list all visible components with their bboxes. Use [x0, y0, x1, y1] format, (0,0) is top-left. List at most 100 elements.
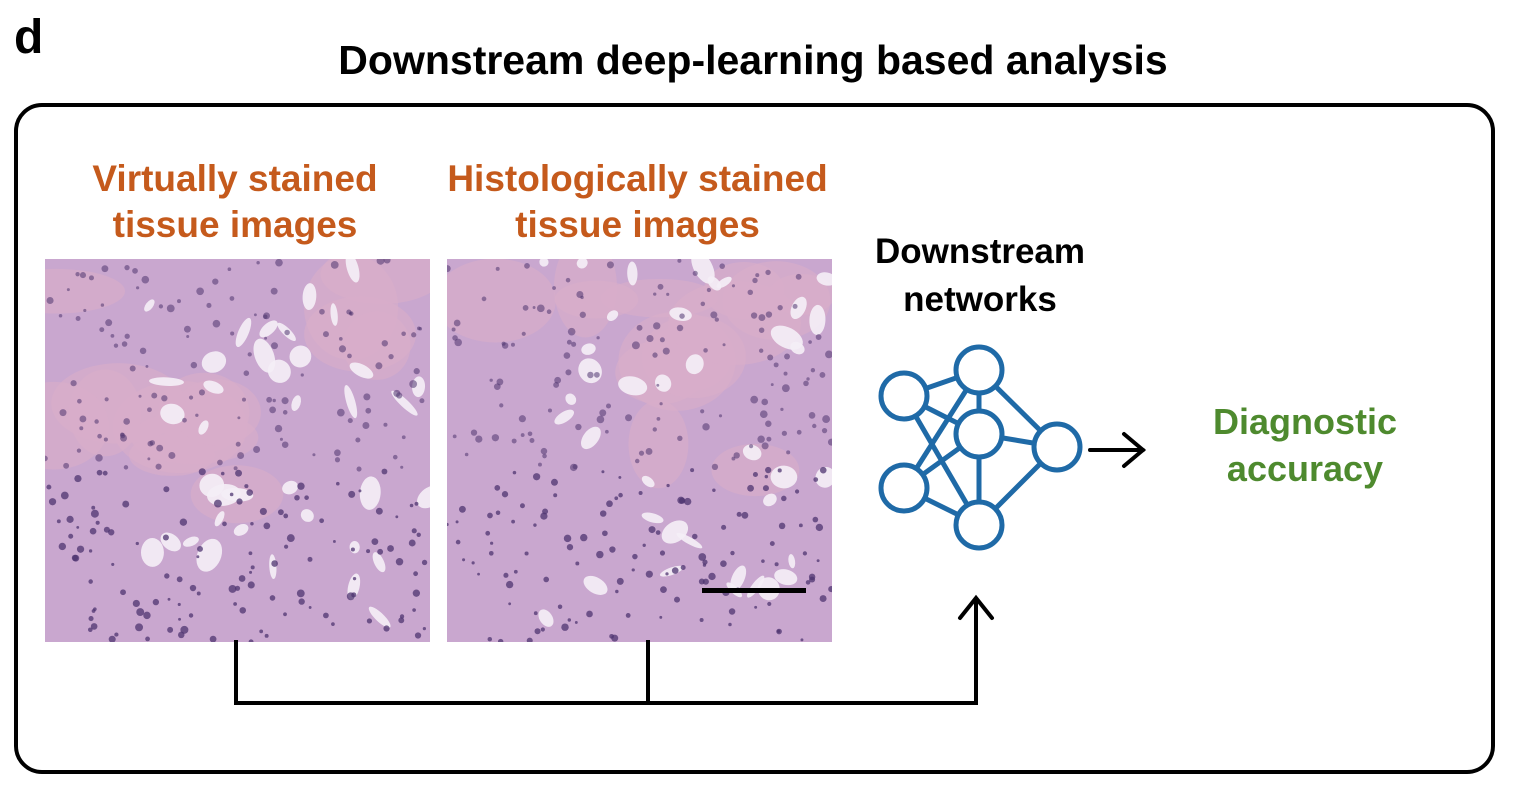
tissue-nucleus — [401, 331, 406, 337]
tissue-nucleus — [731, 456, 736, 461]
tissue-nucleus — [662, 347, 670, 355]
tissue-nucleus — [553, 493, 558, 498]
tissue-nucleus — [475, 435, 483, 443]
tissue-nucleus — [452, 335, 458, 341]
tissue-nucleus — [505, 580, 514, 589]
tissue-nucleus — [586, 610, 593, 618]
tissue-nucleus — [534, 628, 541, 635]
tissue-nucleus — [761, 442, 769, 450]
tissue-nucleus — [508, 602, 512, 606]
tissue-nucleus — [108, 529, 115, 536]
tissue-nucleus — [659, 550, 666, 556]
tissue-nucleus — [377, 548, 384, 555]
tissue-nucleus — [163, 486, 170, 493]
tissue-patch — [45, 381, 109, 470]
tissue-gap — [253, 338, 276, 373]
tissue-gap — [763, 493, 777, 507]
tissue-nucleus — [180, 625, 189, 634]
tissue-nucleus — [699, 618, 704, 623]
tissue-nucleus — [470, 429, 478, 436]
virtually-stained-tissue-image — [45, 259, 430, 642]
tissue-nucleus — [803, 380, 809, 387]
network-node — [953, 408, 1005, 460]
arrow-right-icon — [1088, 432, 1147, 468]
tissue-patch — [668, 281, 801, 366]
tissue-nucleus — [259, 507, 267, 516]
tissue-nucleus — [618, 492, 623, 498]
tissue-nucleus — [822, 415, 831, 424]
tissue-gap — [417, 485, 430, 509]
tissue-gap — [580, 426, 601, 450]
tissue-nucleus — [243, 370, 250, 376]
tissue-nucleus — [616, 577, 624, 585]
tissue-nucleus — [750, 312, 758, 319]
tissue-nucleus — [132, 599, 140, 608]
tissue-nucleus — [381, 468, 388, 475]
tissue-nucleus — [363, 393, 371, 401]
tissue-nucleus — [95, 520, 100, 525]
tissue-gap — [289, 345, 312, 368]
tissue-nucleus — [178, 617, 182, 621]
tissue-nucleus — [749, 444, 754, 449]
tissue-nucleus — [574, 621, 578, 624]
tissue-nucleus — [642, 543, 646, 547]
tissue-nucleus — [513, 569, 518, 574]
tissue-nucleus — [99, 327, 105, 333]
tissue-nucleus — [567, 327, 576, 336]
tissue-nucleus — [455, 539, 461, 545]
tissue-nucleus — [454, 338, 462, 347]
tissue-nucleus — [730, 550, 735, 556]
tissue-nucleus — [91, 505, 96, 510]
tissue-nucleus — [409, 380, 418, 388]
tissue-nucleus — [718, 414, 723, 418]
tissue-nucleus — [183, 325, 191, 333]
tissue-nucleus — [262, 314, 268, 320]
tissue-nucleus — [638, 450, 645, 456]
tissue-nucleus — [561, 623, 569, 631]
tissue-nucleus — [158, 304, 164, 309]
tissue-nucleus — [529, 438, 535, 443]
tissue-nucleus — [636, 324, 643, 331]
tissue-nucleus — [274, 424, 283, 433]
tissue-nucleus — [233, 602, 237, 606]
tissue-nucleus — [546, 309, 552, 314]
tissue-nucleus — [481, 296, 487, 302]
tissue-gap — [372, 552, 386, 573]
tissue-nucleus — [45, 455, 48, 462]
tissue-nucleus — [575, 423, 582, 431]
tissue-nucleus — [411, 528, 417, 534]
tissue-nucleus — [765, 420, 772, 427]
tissue-nucleus — [547, 408, 553, 413]
tissue-gap — [199, 473, 225, 498]
network-node — [1031, 421, 1083, 473]
tissue-nucleus — [781, 430, 787, 436]
tissue-nucleus — [653, 292, 657, 296]
tissue-nucleus — [263, 522, 271, 530]
tissue-nucleus — [752, 471, 758, 478]
tissue-nucleus — [332, 540, 336, 543]
tissue-nucleus — [571, 341, 577, 347]
tissue-gap — [790, 341, 805, 355]
tissue-nucleus — [179, 518, 188, 526]
tissue-gap — [606, 310, 619, 321]
tissue-nucleus — [414, 632, 422, 639]
tissue-nucleus — [540, 447, 548, 455]
tissue-nucleus — [540, 627, 545, 632]
tissue-nucleus — [765, 311, 773, 318]
tissue-nucleus — [162, 534, 169, 541]
tissue-nucleus — [711, 463, 719, 471]
tissue-nucleus — [485, 530, 491, 536]
tissue-nucleus — [453, 319, 461, 327]
tissue-nucleus — [825, 350, 832, 359]
tissue-nucleus — [759, 410, 768, 419]
tissue-nucleus — [237, 452, 245, 460]
tissue-nucleus — [632, 553, 638, 560]
tissue-nucleus — [401, 435, 406, 440]
tissue-nucleus — [350, 547, 355, 552]
tissue-nucleus — [815, 523, 824, 532]
tissue-nucleus — [249, 570, 253, 574]
tissue-gap — [235, 317, 252, 348]
tissue-nucleus — [108, 635, 116, 642]
tissue-nucleus — [233, 466, 238, 471]
tissue-nucleus — [487, 636, 493, 642]
